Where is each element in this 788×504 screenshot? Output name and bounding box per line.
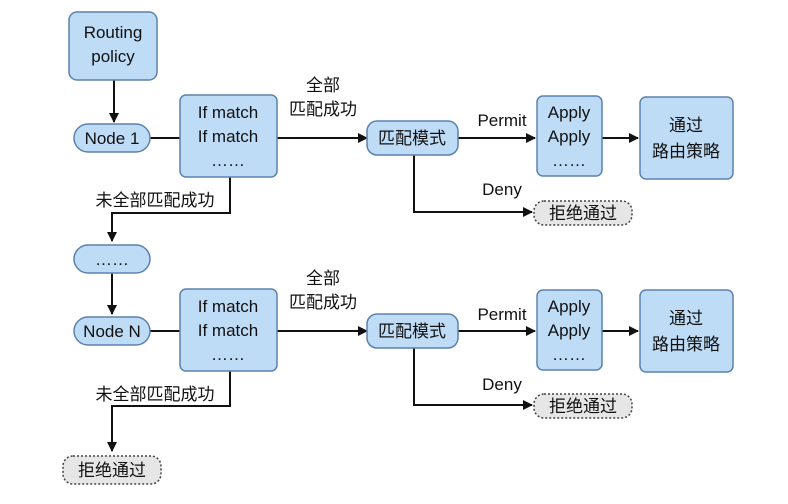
permit-label-2: Permit xyxy=(477,305,526,324)
routing-policy-line-2: policy xyxy=(91,47,135,66)
permit-label-1: Permit xyxy=(477,111,526,130)
connectors xyxy=(107,80,639,452)
all-match-label-1-line-2: 匹配成功 xyxy=(289,100,357,120)
node-1: Node 1 xyxy=(73,123,151,153)
apply-box-1: Apply Apply …… xyxy=(536,95,603,177)
all-match-label-2-line-1: 全部 xyxy=(306,269,340,289)
arrow-mode-to-reject-2 xyxy=(413,348,533,410)
pass-policy-1-line-2: 路由策略 xyxy=(652,142,720,162)
apply-box-2: Apply Apply …… xyxy=(536,289,603,371)
pass-policy-box-1: 通过 路由策略 xyxy=(639,96,734,180)
final-reject-box: 拒绝通过 xyxy=(62,455,162,485)
arrow-ifmatch-to-final-reject xyxy=(107,371,231,452)
if-match-1-line-3: …… xyxy=(211,151,245,170)
arrow-mode-to-reject-1 xyxy=(413,155,533,217)
match-mode-box-1: 匹配模式 xyxy=(366,120,459,156)
final-reject-label: 拒绝通过 xyxy=(78,461,146,481)
apply-1-line-3: …… xyxy=(552,151,586,170)
if-match-box-2: If match If match …… xyxy=(179,288,278,372)
if-match-2-line-2: If match xyxy=(198,321,258,340)
arrow-ifmatch-to-next-node xyxy=(107,177,231,242)
pass-policy-box-2: 通过 路由策略 xyxy=(639,289,734,373)
if-match-1-line-1: If match xyxy=(198,103,258,122)
match-mode-box-2: 匹配模式 xyxy=(366,313,459,349)
not-all-match-label-1: 未全部匹配成功 xyxy=(96,191,215,211)
reject-2-label: 拒绝通过 xyxy=(549,397,617,417)
apply-2-line-3: …… xyxy=(552,345,586,364)
if-match-1-line-2: If match xyxy=(198,127,258,146)
pass-policy-2-line-2: 路由策略 xyxy=(652,335,720,355)
match-mode-1-label: 匹配模式 xyxy=(378,129,446,149)
apply-1-line-2: Apply xyxy=(548,127,591,146)
reject-box-2: 拒绝通过 xyxy=(533,393,633,419)
deny-label-2: Deny xyxy=(482,375,522,394)
deny-label-1: Deny xyxy=(482,180,522,199)
routing-policy-line-1: Routing xyxy=(84,23,143,42)
node-1-label: Node 1 xyxy=(85,129,140,148)
routing-policy-box: Routing policy xyxy=(68,11,158,81)
node-ellipsis: …… xyxy=(73,244,151,274)
if-match-2-line-1: If match xyxy=(198,297,258,316)
all-match-label-2-line-2: 匹配成功 xyxy=(289,293,357,313)
if-match-box-1: If match If match …… xyxy=(179,94,278,178)
match-mode-2-label: 匹配模式 xyxy=(378,322,446,342)
apply-2-line-2: Apply xyxy=(548,321,591,340)
node-n-label: Node N xyxy=(83,322,141,341)
all-match-label-1-line-1: 全部 xyxy=(306,76,340,96)
apply-2-line-1: Apply xyxy=(548,297,591,316)
apply-1-line-1: Apply xyxy=(548,103,591,122)
reject-box-1: 拒绝通过 xyxy=(533,200,633,226)
node-n: Node N xyxy=(73,316,151,346)
node-ellipsis-label: …… xyxy=(95,250,129,269)
pass-policy-1-line-1: 通过 xyxy=(669,116,703,136)
not-all-match-label-2: 未全部匹配成功 xyxy=(96,385,215,405)
if-match-2-line-3: …… xyxy=(211,345,245,364)
pass-policy-2-line-1: 通过 xyxy=(669,309,703,329)
reject-1-label: 拒绝通过 xyxy=(549,204,617,224)
